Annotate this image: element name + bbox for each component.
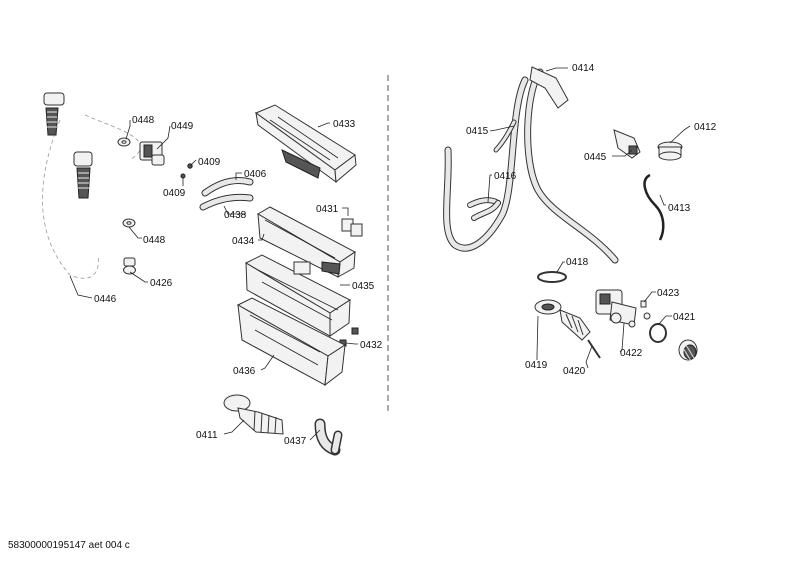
callout-0438: 0438 [224,210,247,221]
bellows-hose-0411 [223,394,284,435]
y-piece-0416 [467,197,501,221]
callout-0436: 0436 [233,366,256,377]
sensor-tube-0413 [643,173,665,241]
callout-0431: 0431 [316,204,339,215]
callout-0433: 0433 [333,119,356,130]
callout-0415: 0415 [466,126,489,137]
callout-0406: 0406 [244,169,267,180]
callout-0412: 0412 [694,122,717,133]
washer-0448-lower [122,218,136,228]
callout-0448-lower: 0448 [143,235,166,246]
callout-0413: 0413 [668,203,691,214]
callout-0437: 0437 [284,436,307,447]
callout-0422: 0422 [620,348,643,359]
leader-lines [69,67,691,441]
callout-0416: 0416 [494,171,517,182]
hose-0406 [201,176,254,197]
seal-ring [649,323,667,343]
callout-0420: 0420 [563,366,586,377]
callout-0446: 0446 [94,294,117,305]
rod-0420 [587,339,601,359]
callout-0418: 0418 [566,257,589,268]
sump-hose-0419 [534,299,591,341]
callout-0426: 0426 [150,278,173,289]
filter-0421 [678,339,698,362]
callout-0419: 0419 [525,360,548,371]
label-sheets-0431 [341,218,363,237]
callout-0409-a: 0409 [198,157,221,168]
callout-0432: 0432 [360,340,383,351]
pressure-sensor-0412 [657,141,683,161]
document-code: 58300000195147 aet 004 c [8,540,130,551]
inlet-hose-0446 [42,92,141,279]
callout-0448-top: 0448 [132,115,155,126]
drain-pump-0422 [595,289,637,326]
callout-0414: 0414 [572,63,595,74]
callout-0449: 0449 [171,121,194,132]
elbow-hose-0437 [314,418,343,456]
hose-0438 [199,193,254,211]
washer-0448-top [117,137,131,147]
drawer-0434 [257,206,356,278]
dispenser-housing-0435 [244,254,351,337]
callout-0434: 0434 [232,236,255,247]
bracket-0445 [613,129,641,159]
drain-hose-0414 [443,66,619,264]
clamp-0418 [537,271,567,283]
dispenser-tub-0436 [236,297,347,387]
small-parts-0423 [628,300,651,328]
callout-0435: 0435 [352,281,375,292]
cap-0426 [123,257,136,275]
callout-0411: 0411 [196,430,218,441]
callout-0423: 0423 [657,288,680,299]
callout-0409-b: 0409 [163,188,186,199]
dispenser-cover-0433 [254,104,357,184]
valve-0449 [139,141,165,166]
hose-0415 [493,119,517,153]
callout-0421: 0421 [673,312,696,323]
callout-0445: 0445 [584,152,607,163]
